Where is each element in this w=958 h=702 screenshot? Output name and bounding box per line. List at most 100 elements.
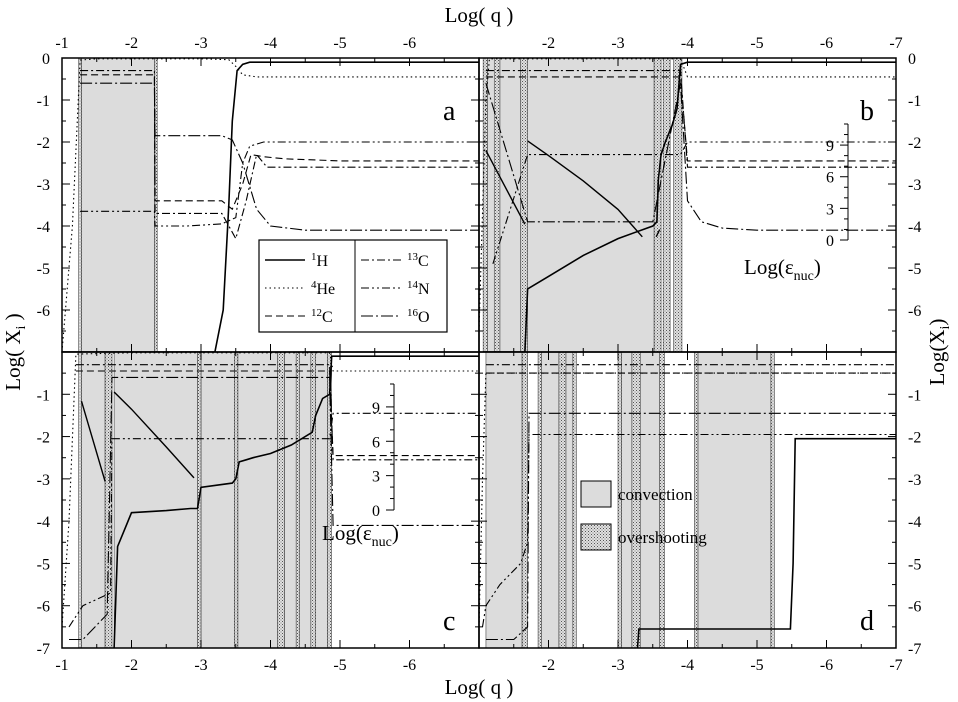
series-He4-panel-a (62, 58, 479, 352)
overshooting-band-b-4 (662, 58, 671, 352)
y-tick-label-b-5: -5 (908, 261, 921, 278)
shading-layer (78, 58, 775, 648)
overshooting-band-d-3 (572, 352, 577, 648)
y-tick-label-d-2: -3 (908, 472, 921, 489)
y-tick-label-b-4: -4 (908, 219, 921, 236)
series-C12-panel-b (485, 76, 896, 162)
y-tick-label-a-5: -5 (37, 261, 50, 278)
overshooting-band-c-6 (310, 352, 316, 648)
x-tick-label-a-0: -1 (55, 35, 68, 52)
x-axis-title-bottom: Log( q ) (445, 675, 514, 699)
y-axis-title-left: Log( Xi ) (1, 313, 29, 390)
y-tick-label-c-6: -7 (37, 641, 50, 658)
eps-tick-label-b-0: 0 (826, 233, 834, 250)
convection-swatch (580, 480, 612, 508)
y-tick-label-d-1: -2 (908, 430, 921, 447)
overshooting-band-c-7 (327, 352, 332, 648)
overshooting-band-b-1 (493, 58, 501, 352)
x-tick-label-a-5: -6 (403, 35, 416, 52)
x-tick-label-c-2: -3 (194, 657, 207, 674)
tick-layer (61, 57, 897, 649)
x-tick-label-b-1: -3 (611, 35, 624, 52)
text-layer: a0-1-2-3-4-5-6-1-2-3-4-5-60369Log(εnuc)b… (1, 3, 953, 699)
series-C13-panel-c (75, 364, 479, 461)
y-tick-label-c-4: -5 (37, 556, 50, 573)
series-O16-panel-a (80, 82, 479, 231)
series-N14-panel-a (80, 141, 479, 227)
y-tick-label-c-1: -2 (37, 430, 50, 447)
overshooting-band-b-0 (482, 58, 488, 352)
overshooting-band-c-3 (234, 352, 239, 648)
y-axis-title-right: Log(Xi) (925, 319, 953, 386)
convection-band-c-0 (81, 352, 106, 648)
overshooting-band-d-4 (617, 352, 622, 648)
convection-band-b-0 (487, 58, 495, 352)
eps-nuc-curve-b-1 (527, 140, 643, 238)
y-tick-label-a-6: -6 (37, 303, 50, 320)
eps-axis-label-b: Log(εnuc) (744, 255, 821, 284)
overshooting-band-c-4 (277, 352, 285, 648)
series-C13-panel-a (80, 70, 479, 241)
x-tick-label-c-5: -6 (403, 657, 416, 674)
convection-band-d-1 (541, 352, 560, 648)
convection-band-c-2 (200, 352, 235, 648)
eps-nuc-curve-b-2 (655, 229, 661, 238)
eps-nuc-curve-b-0 (485, 150, 526, 225)
x-tick-label-c-0: -1 (55, 657, 68, 674)
y-tick-label-d-0: -1 (908, 387, 921, 404)
x-axis-title-top: Log( q ) (445, 3, 514, 27)
y-tick-label-a-3: -3 (37, 177, 50, 194)
y-tick-label-a-1: -1 (37, 93, 50, 110)
overshooting-band-d-7 (694, 352, 699, 648)
eps-tick-label-c-2: 6 (372, 434, 380, 451)
overshooting-swatch (580, 523, 612, 551)
panel-letter-c: c (443, 606, 455, 637)
overshooting-band-a-1 (154, 58, 158, 352)
y-tick-label-a-4: -4 (37, 219, 50, 236)
y-tick-label-a-0: 0 (42, 51, 50, 68)
overshooting-band-c-5 (295, 352, 300, 648)
overshooting-band-b-2 (520, 58, 528, 352)
overshooting-band-c-1 (104, 352, 113, 648)
panel-letter-a: a (443, 96, 456, 127)
overshooting-band-c-0 (78, 352, 82, 648)
legend-label-O16: 16O (407, 307, 430, 326)
series-O16-panel-c (69, 376, 479, 641)
x-tick-label-b-5: -7 (889, 35, 902, 52)
y-tick-label-c-2: -3 (37, 472, 50, 489)
overshooting-band-b-5 (673, 58, 683, 352)
series-H1-panel-b (483, 61, 896, 352)
y-tick-label-b-6: -6 (908, 303, 921, 320)
y-tick-label-d-4: -5 (908, 556, 921, 573)
x-tick-label-d-1: -3 (611, 657, 624, 674)
x-tick-label-c-4: -5 (333, 657, 346, 674)
series-C13-panel-b (485, 70, 896, 168)
x-tick-label-c-1: -2 (125, 657, 138, 674)
overshooting-band-d-1 (537, 352, 542, 648)
legend-box (258, 239, 448, 333)
series-He4-panel-b (479, 58, 896, 332)
eps-nuc-curve-c-1 (113, 391, 195, 479)
y-tick-label-c-3: -4 (37, 514, 50, 531)
series-H1-panel-c (113, 355, 479, 648)
convection-band-c-5 (299, 352, 312, 648)
eps-axis-label-c: Log(εnuc) (322, 521, 399, 550)
y-tick-label-b-1: -1 (908, 93, 921, 110)
panel-letter-b: b (860, 96, 874, 127)
eps-tick-label-c-3: 9 (372, 400, 380, 417)
y-tick-label-c-0: -1 (37, 387, 50, 404)
overshooting-band-d-2 (558, 352, 567, 648)
x-tick-label-d-5: -7 (889, 657, 902, 674)
series-H1-panel-d (636, 437, 896, 648)
eps-tick-label-b-3: 9 (826, 138, 834, 155)
convection-band-d-0 (485, 352, 523, 648)
x-tick-label-b-0: -2 (542, 35, 555, 52)
convection-band-c-4 (284, 352, 297, 648)
legend-label-H1: 1H (311, 251, 329, 270)
x-tick-label-a-4: -5 (333, 35, 346, 52)
series-C12-panel-a (80, 74, 479, 211)
x-tick-label-d-4: -6 (820, 657, 833, 674)
convection-band-b-2 (527, 58, 655, 352)
x-tick-label-a-1: -2 (125, 35, 138, 52)
